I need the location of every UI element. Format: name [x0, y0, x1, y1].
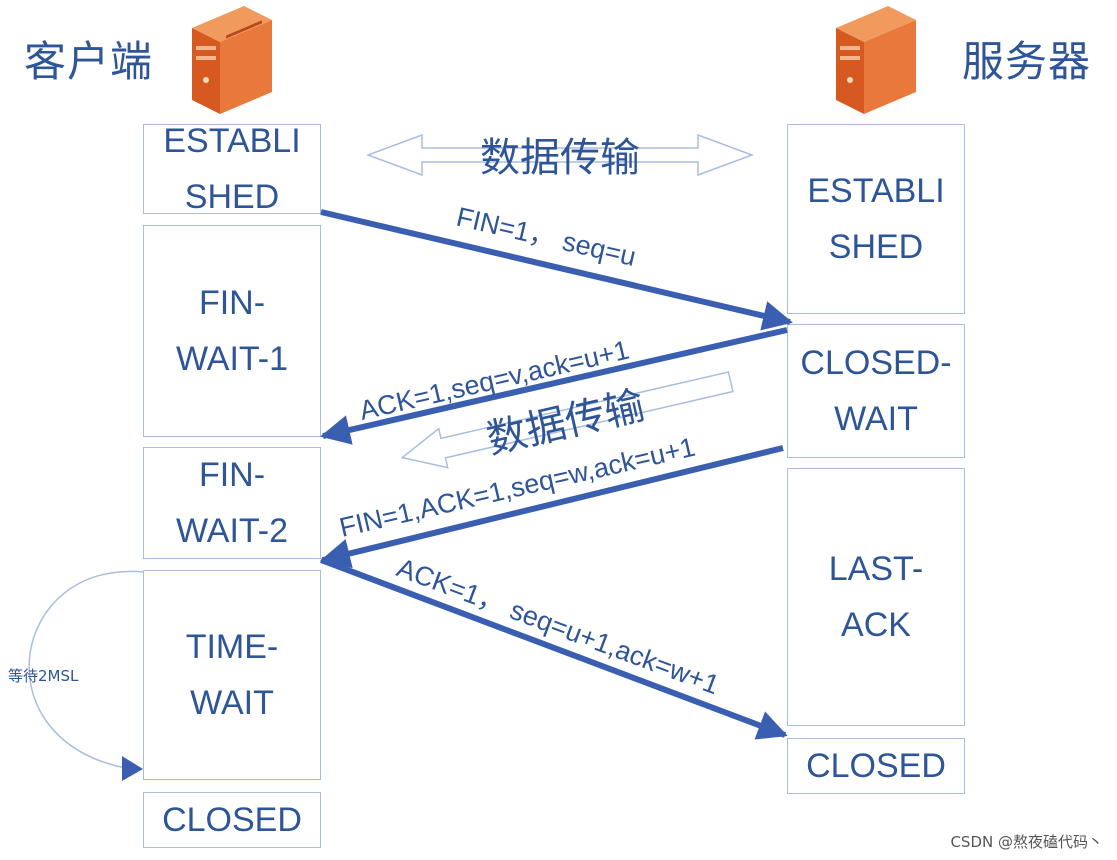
client-state-closed: CLOSED	[143, 792, 321, 848]
data-transfer-arrow-middle	[400, 371, 734, 469]
data-transfer-arrow-top	[365, 133, 755, 177]
server-state-last-ack: LAST- ACK	[787, 468, 965, 726]
server-icon	[836, 6, 916, 114]
fin1-label: FIN=1， seq=u	[454, 202, 639, 272]
data-transfer-label-top: 数据传输	[480, 135, 640, 181]
ack1-arrow	[320, 327, 788, 445]
wait-2msl-arrowhead	[122, 756, 143, 781]
server-state-established: ESTABLI SHED	[787, 124, 965, 314]
client-title: 客户端	[24, 37, 154, 86]
fin2-arrow	[320, 445, 784, 569]
watermark: CSDN @熬夜磕代码丶	[950, 833, 1103, 851]
wait-2msl-arrow	[28, 570, 144, 769]
server-state-closed: CLOSED	[787, 738, 965, 794]
client-state-time-wait: TIME- WAIT	[143, 570, 321, 780]
server-state-closed-wait: CLOSED- WAIT	[787, 324, 965, 458]
server-title: 服务器	[962, 37, 1092, 86]
ack2-label: ACK=1， seq=u+1,ack=w+1	[393, 553, 723, 701]
ack2-arrow	[319, 557, 788, 740]
client-state-fin-wait-2: FIN- WAIT-2	[143, 447, 321, 559]
fin1-arrow	[320, 209, 793, 331]
server-icon	[192, 6, 272, 114]
wait-2msl-label: 等待2MSL	[8, 667, 79, 685]
client-state-established: ESTABLI SHED	[143, 122, 321, 216]
client-state-fin-wait-1: FIN- WAIT-1	[143, 225, 321, 437]
